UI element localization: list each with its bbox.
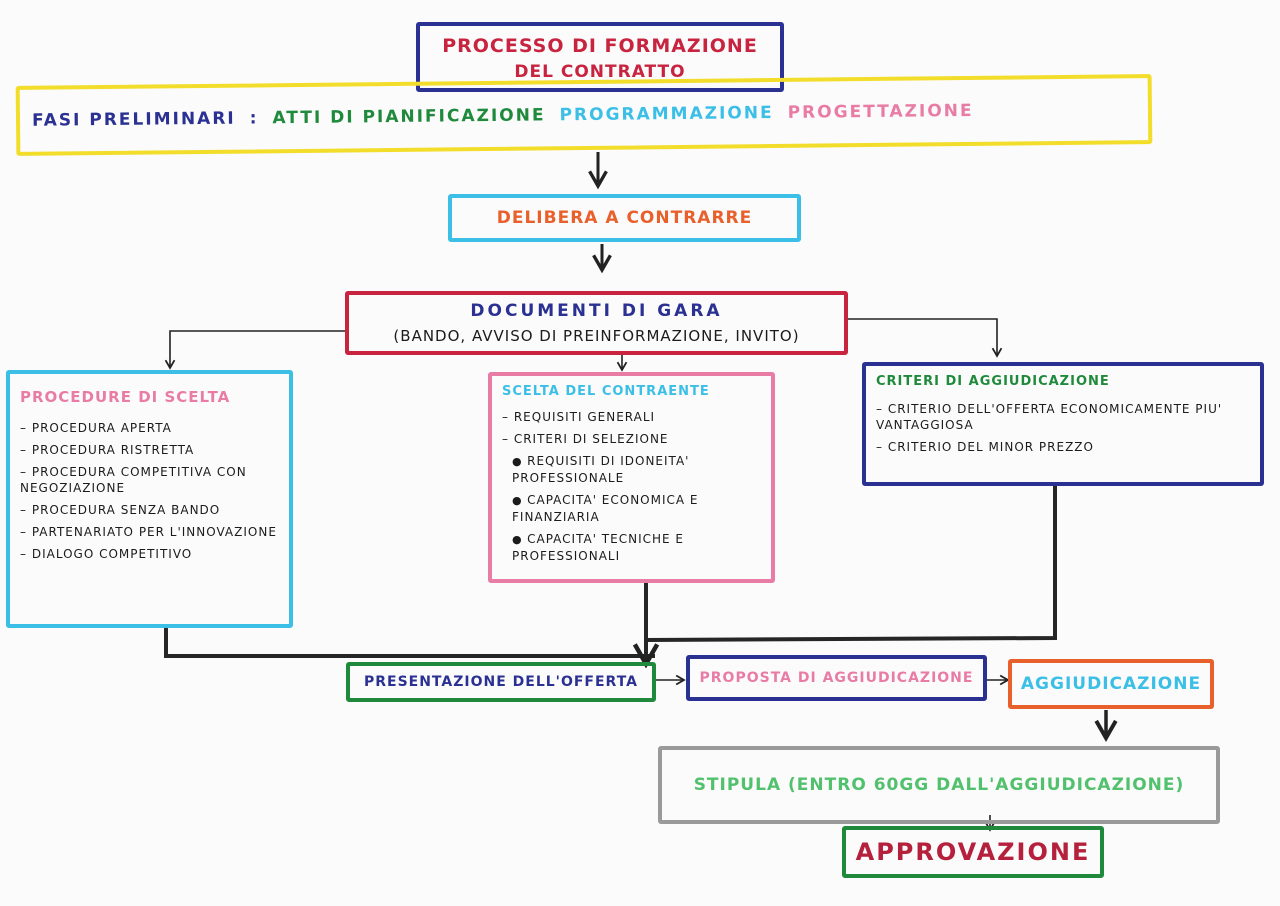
requisiti-generali: REQUISITI GENERALI bbox=[502, 409, 761, 425]
scelta-contraente-box: SCELTA DEL CONTRAENTE REQUISITI GENERALI… bbox=[488, 372, 775, 583]
documenti-gara-title: DOCUMENTI DI GARA bbox=[470, 301, 723, 321]
criteri-selezione: CRITERI DI SELEZIONE bbox=[502, 431, 761, 447]
criterio-minor-prezzo: CRITERIO DEL MINOR PREZZO bbox=[876, 439, 1250, 455]
procedure-scelta-list: PROCEDURA APERTA PROCEDURA RISTRETTA PRO… bbox=[20, 420, 279, 568]
criteri-aggiudicazione-list: CRITERIO DELL'OFFERTA ECONOMICAMENTE PIU… bbox=[876, 401, 1250, 461]
line-procedure-presentazione bbox=[164, 628, 655, 658]
delibera-box: DELIBERA A CONTRARRE bbox=[448, 194, 801, 242]
proposta-aggiudicazione-box: PROPOSTA DI AGGIUDICAZIONE bbox=[686, 655, 987, 701]
fasi-preliminari-label: FASI PRELIMINARI bbox=[31, 108, 236, 131]
criterio-offerta-vantaggiosa: CRITERIO DELL'OFFERTA ECONOMICAMENTE PIU… bbox=[876, 401, 1250, 433]
partenariato-innovazione: PARTENARIATO PER L'INNOVAZIONE bbox=[20, 524, 279, 540]
procedura-senza-bando: PROCEDURA SENZA BANDO bbox=[20, 502, 279, 518]
capacita-economica: CAPACITA' ECONOMICA E FINANZIARIA bbox=[502, 492, 761, 525]
scelta-contraente-list: REQUISITI GENERALI CRITERI DI SELEZIONE … bbox=[502, 409, 761, 570]
title-line-2: DEL CONTRATTO bbox=[514, 62, 686, 82]
fasi-separator: : bbox=[249, 108, 259, 129]
scelta-contraente-title: SCELTA DEL CONTRAENTE bbox=[502, 384, 710, 399]
capacita-tecniche: CAPACITA' TECNICHE E PROFESSIONALI bbox=[502, 531, 761, 564]
procedure-scelta-title: PROCEDURE DI SCELTA bbox=[20, 388, 231, 406]
presentazione-offerta-label: PRESENTAZIONE DELL'OFFERTA bbox=[363, 674, 639, 690]
stipula-label: STIPULA (ENTRO 60GG DALL'AGGIUDICAZIONE) bbox=[693, 775, 1185, 795]
delibera-label: DELIBERA A CONTRARRE bbox=[496, 208, 753, 228]
aggiudicazione-label: AGGIUDICAZIONE bbox=[1020, 674, 1202, 694]
fasi-preliminari-box: FASI PRELIMINARI : ATTI DI PIANIFICAZION… bbox=[15, 74, 1153, 156]
requisiti-idoneita: REQUISITI DI IDONEITA' PROFESSIONALE bbox=[502, 453, 761, 486]
procedure-scelta-box: PROCEDURE DI SCELTA PROCEDURA APERTA PRO… bbox=[6, 370, 293, 628]
documenti-gara-subtitle: (BANDO, AVVISO DI PREINFORMAZIONE, INVIT… bbox=[393, 327, 800, 345]
criteri-aggiudicazione-box: CRITERI DI AGGIUDICAZIONE CRITERIO DELL'… bbox=[862, 362, 1264, 486]
presentazione-offerta-box: PRESENTAZIONE DELL'OFFERTA bbox=[346, 662, 656, 702]
aggiudicazione-box: AGGIUDICAZIONE bbox=[1008, 659, 1214, 709]
title-box: PROCESSO DI FORMAZIONE DEL CONTRATTO bbox=[416, 22, 784, 92]
fase-pianificazione: ATTI DI PIANIFICAZIONE bbox=[272, 105, 546, 129]
dialogo-competitivo: DIALOGO COMPETITIVO bbox=[20, 546, 279, 562]
approvazione-box: APPROVAZIONE bbox=[842, 826, 1104, 878]
documenti-gara-box: DOCUMENTI DI GARA (BANDO, AVVISO DI PREI… bbox=[345, 291, 848, 355]
line-criteri-presentazione bbox=[644, 486, 1057, 642]
arrow-documenti-procedure bbox=[164, 330, 345, 370]
title-line-1: PROCESSO DI FORMAZIONE bbox=[442, 35, 758, 57]
fase-programmazione: PROGRAMMAZIONE bbox=[559, 103, 774, 126]
proposta-aggiudicazione-label: PROPOSTA DI AGGIUDICAZIONE bbox=[699, 670, 974, 686]
procedura-ristretta: PROCEDURA RISTRETTA bbox=[20, 442, 279, 458]
criteri-aggiudicazione-title: CRITERI DI AGGIUDICAZIONE bbox=[876, 374, 1110, 389]
fase-progettazione: PROGETTAZIONE bbox=[787, 100, 974, 123]
approvazione-label: APPROVAZIONE bbox=[855, 838, 1091, 866]
stipula-box: STIPULA (ENTRO 60GG DALL'AGGIUDICAZIONE) bbox=[658, 746, 1220, 824]
arrow-documenti-criteri bbox=[848, 318, 1003, 358]
procedura-competitiva: PROCEDURA COMPETITIVA CON NEGOZIAZIONE bbox=[20, 464, 279, 496]
procedura-aperta: PROCEDURA APERTA bbox=[20, 420, 279, 436]
